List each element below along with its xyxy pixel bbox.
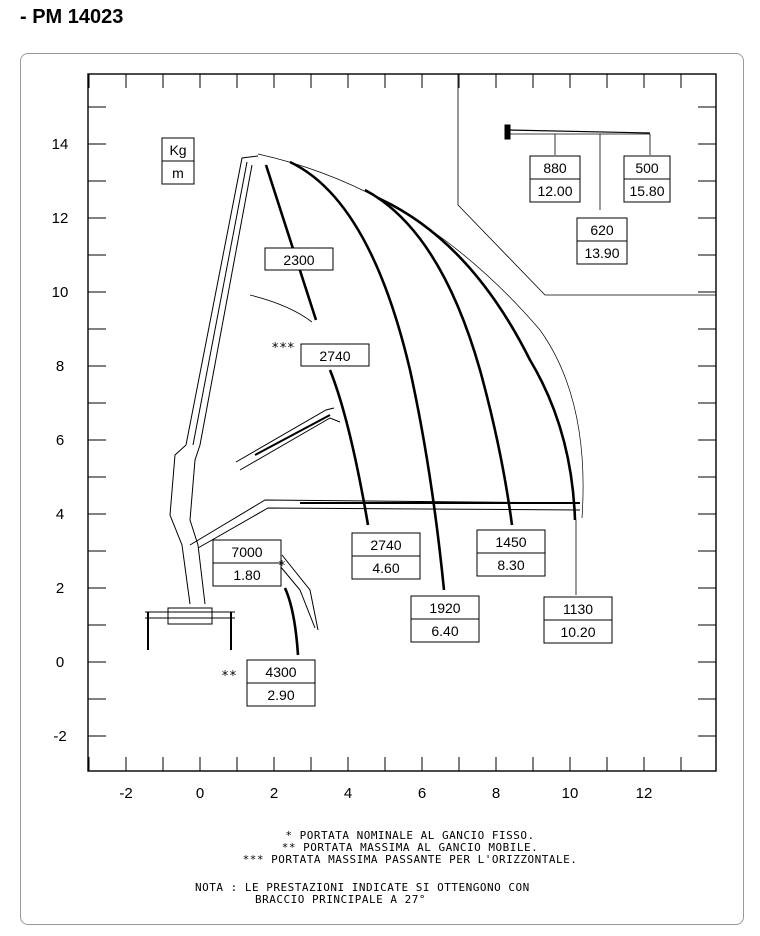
note-block: NOTA : LE PRESTAZIONI INDICATE SI OTTENG… xyxy=(195,882,530,906)
inset-label-box: 880 12.00 xyxy=(529,155,581,203)
load-kg-value: 4300 xyxy=(265,664,296,680)
load-kg-value: 500 xyxy=(635,160,659,176)
x-tick-label: 2 xyxy=(270,785,278,802)
footnote-mark: *** xyxy=(271,341,294,356)
load-kg-value: 1920 xyxy=(429,600,460,616)
footnote-mark: * xyxy=(278,559,286,574)
diagram-frame xyxy=(20,53,744,925)
y-tick-label: 0 xyxy=(56,654,64,671)
x-tick-label: 8 xyxy=(492,785,500,802)
load-kg-value: 1450 xyxy=(495,534,526,550)
load-kg-value: 880 xyxy=(543,160,567,176)
load-radius-value: 2.90 xyxy=(267,687,294,703)
inset-crane-icon xyxy=(504,124,651,210)
load-curves xyxy=(264,160,577,656)
load-radius-value: 4.60 xyxy=(372,560,399,576)
load-curve-1920 xyxy=(289,160,446,591)
y-tick-label: -2 xyxy=(53,728,66,745)
inset-label-box: 620 13.90 xyxy=(576,217,628,265)
radius-arc xyxy=(249,294,313,323)
load-label-box: 2740 4.60 xyxy=(351,532,421,580)
load-radius-value: 6.40 xyxy=(431,623,458,639)
x-tick-labels: -2 0 2 4 6 8 10 12 xyxy=(119,785,652,802)
footnote-1: * PORTATA NOMINALE AL GANCIO FISSO. xyxy=(285,829,535,842)
note-line-2: BRACCIO PRINCIPALE A 27° xyxy=(255,893,426,906)
load-curve-2740-lower xyxy=(328,369,370,526)
load-kg-value: 2300 xyxy=(283,252,314,268)
y-tick-labels: 14 12 10 8 6 4 2 0 -2 xyxy=(52,136,69,745)
footnote-2: ** PORTATA MASSIMA AL GANCIO MOBILE. xyxy=(281,841,539,854)
y-tick-label: 14 xyxy=(52,136,69,153)
load-kg-value: 2740 xyxy=(319,348,350,364)
load-label-box: 1130 10.20 xyxy=(543,596,613,644)
load-radius-value: 13.90 xyxy=(584,245,619,261)
envelope-curve xyxy=(257,153,584,519)
y-tick-label: 2 xyxy=(56,580,64,597)
load-label-box: 2300 xyxy=(264,247,334,271)
load-label-box: 1450 8.30 xyxy=(476,529,546,577)
inset-label-boxes: 880 12.00 500 15.80 620 13.90 xyxy=(529,155,671,265)
load-curve-4300 xyxy=(283,587,300,656)
footnote-mark: ** xyxy=(221,669,237,684)
unit-kg-label: Kg xyxy=(169,142,186,158)
load-curve-2300 xyxy=(264,164,318,321)
y-tick-label: 4 xyxy=(56,506,64,523)
load-label-box: 1920 6.40 xyxy=(410,595,480,643)
unit-box: Kg m xyxy=(161,137,195,185)
x-tick-label: -2 xyxy=(119,785,132,802)
load-kg-value: 1130 xyxy=(563,601,593,617)
x-tick-label: 4 xyxy=(344,785,352,802)
load-label-box: 4300 2.90 ** xyxy=(221,659,316,707)
load-radius-value: 10.20 xyxy=(560,624,595,640)
inset-label-box: 500 15.80 xyxy=(623,155,671,203)
y-tick-label: 6 xyxy=(56,432,64,449)
load-label-box: 7000 1.80 * xyxy=(212,539,286,587)
load-radius-value: 12.00 xyxy=(537,183,572,199)
load-kg-value: 7000 xyxy=(231,544,262,560)
load-radius-value: 8.30 xyxy=(497,557,524,573)
load-kg-value: 2740 xyxy=(370,537,401,553)
y-tick-label: 10 xyxy=(52,284,69,301)
load-label-boxes: 2300 2740 *** 7000 1.80 * 2740 4.60 1450 8.30 1920… xyxy=(212,247,613,707)
unit-m-label: m xyxy=(172,165,184,181)
x-tick-label: 12 xyxy=(636,785,653,802)
footnote-3: *** PORTATA MASSIMA PASSANTE PER L'ORIZZ… xyxy=(242,853,578,866)
load-label-box: 2740 *** xyxy=(271,341,370,367)
inset-divider xyxy=(457,74,716,296)
page-title: - PM 14023 xyxy=(20,6,124,28)
footnotes: * PORTATA NOMINALE AL GANCIO FISSO. ** P… xyxy=(150,830,670,866)
axis-ticks xyxy=(88,74,716,771)
note-line-1: NOTA : LE PRESTAZIONI INDICATE SI OTTENG… xyxy=(195,881,530,894)
y-tick-label: 12 xyxy=(52,210,69,227)
y-tick-label: 8 xyxy=(56,358,64,375)
x-tick-label: 6 xyxy=(418,785,426,802)
plot-border xyxy=(87,73,717,772)
load-curve-1450 xyxy=(364,188,514,526)
crane-drawing xyxy=(145,155,581,650)
load-radius-value: 1.80 xyxy=(233,567,260,583)
x-tick-label: 0 xyxy=(196,785,204,802)
load-radius-value: 15.80 xyxy=(629,183,664,199)
load-curve-1130 xyxy=(377,196,577,521)
x-tick-label: 10 xyxy=(562,785,579,802)
load-kg-value: 620 xyxy=(590,222,614,238)
